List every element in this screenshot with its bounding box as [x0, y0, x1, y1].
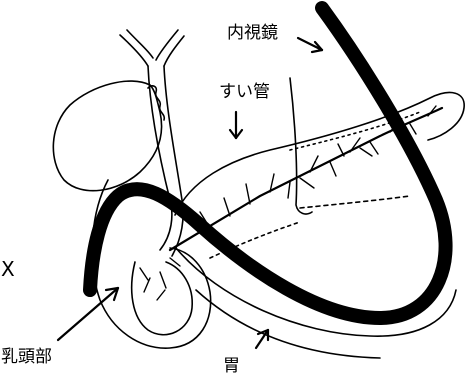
stomach-label: 胃 [223, 358, 240, 375]
arrow-stomach [256, 330, 268, 348]
hepatic-duct-right-inner [164, 36, 184, 66]
endoscope-label: 内視鏡 [227, 25, 278, 42]
arrow-pancreas [230, 112, 242, 138]
x-mark-label: X [1, 259, 15, 279]
gallbladder [53, 81, 161, 191]
common-bile-duct-inner [164, 66, 183, 256]
hepatic-duct-right [156, 30, 178, 60]
papilla-branches [140, 258, 180, 300]
papilla-label: 乳頭部 [1, 349, 52, 366]
endoscope-tube [90, 8, 446, 318]
stomach-lower [176, 248, 456, 336]
hepatic-duct-left-inner [127, 30, 153, 58]
pancreas-mid [300, 196, 410, 208]
arrow-endoscope [298, 38, 322, 52]
pancreatic-duct-label: すい管 [219, 84, 270, 101]
stomach-bottom [196, 290, 380, 358]
hepatic-duct-left [120, 35, 148, 66]
duodenum-inner [132, 262, 193, 335]
